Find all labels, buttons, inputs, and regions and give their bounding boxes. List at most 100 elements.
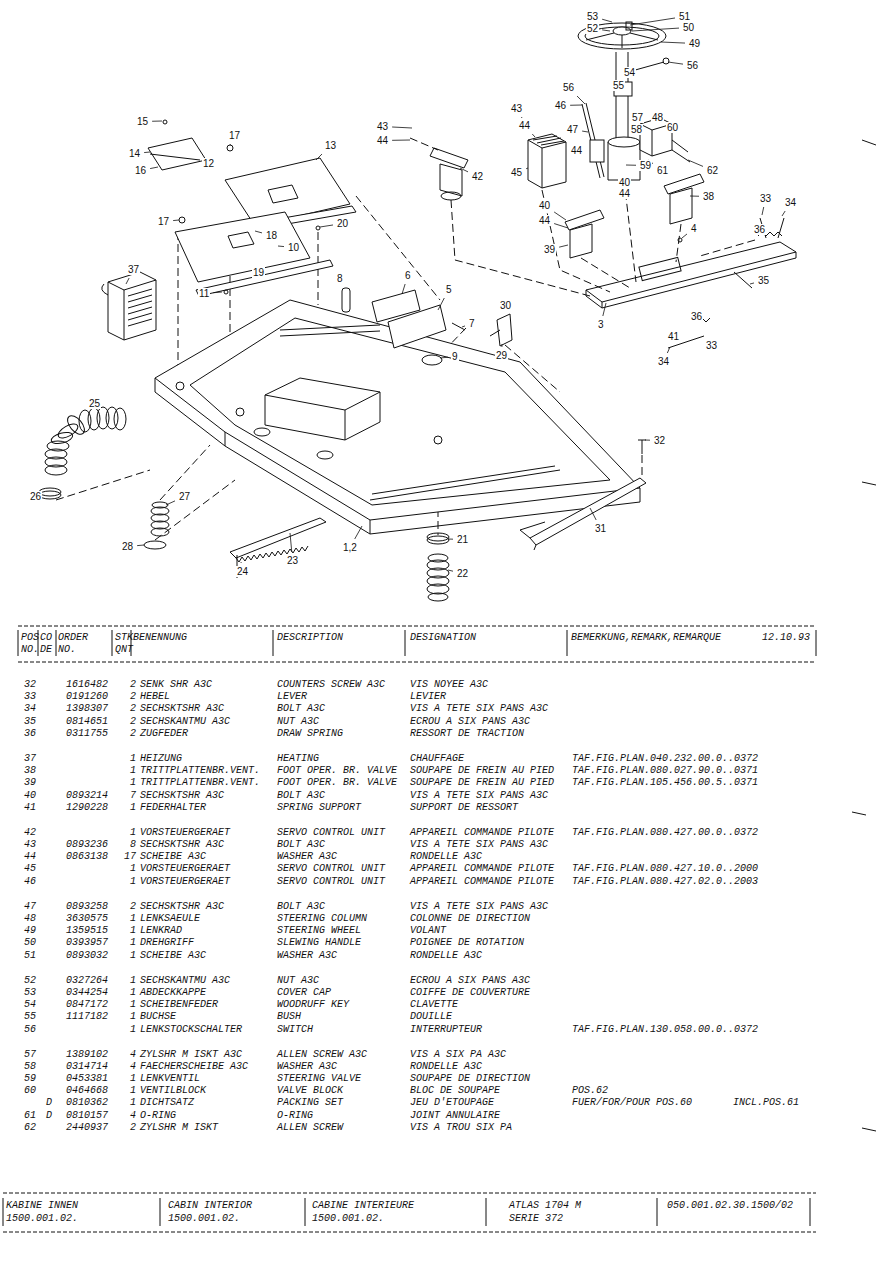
english-name: SERVO CONTROL UNIT (277, 863, 385, 874)
dashed-guides (56, 138, 755, 540)
german-name: VORSTEUERGERAET (140, 827, 230, 838)
quantity: 2 (116, 901, 136, 912)
order-number: 0893236 (66, 839, 108, 850)
callout-number: 31 (594, 523, 607, 534)
leader-line (668, 62, 683, 64)
callout-number: 35 (757, 275, 770, 286)
leader-line (355, 526, 362, 539)
quantity: 2 (116, 728, 136, 739)
table-header: NO. (21, 644, 39, 655)
german-name: SECHSKTSHR A3C (140, 839, 224, 850)
remark: TAF.FIG.PLAN.130.058.00.0..0372 (572, 1024, 758, 1035)
callout-number: 18 (265, 230, 278, 241)
leader-line (316, 154, 322, 160)
quantity: 2 (116, 716, 136, 727)
order-number: 0311755 (66, 728, 108, 739)
callout-number: 44 (570, 145, 583, 156)
leader-line (532, 134, 535, 137)
callout-number: 8 (336, 273, 344, 284)
english-name: BOLT A3C (277, 790, 325, 801)
english-name: SPRING SUPPORT (277, 802, 361, 813)
callout-number: 27 (178, 491, 191, 502)
french-name: SOUPAPE DE DIRECTION (410, 1073, 530, 1084)
leader-line (577, 96, 585, 104)
remark: TAF.FIG.PLAN.080.427.02.0..2003 (572, 876, 758, 887)
callout-number: 40 (618, 177, 631, 188)
quantity: 1 (116, 925, 136, 936)
quantity: 1 (116, 876, 136, 887)
french-name: ECROU A SIX PANS A3C (410, 975, 530, 986)
quantity: 1 (116, 802, 136, 813)
leader-line (626, 165, 636, 166)
quantity: 7 (116, 790, 136, 801)
english-name: FOOT OPER. BR. VALVE (277, 765, 397, 776)
order-number: 3630575 (66, 913, 108, 924)
order-number: 0344254 (66, 987, 108, 998)
english-name: COVER CAP (277, 987, 331, 998)
german-name: O-RING (140, 1110, 176, 1121)
english-name: WASHER A3C (277, 1061, 337, 1072)
position-number: 56 (24, 1024, 36, 1035)
french-name: ECROU A SIX PANS A3C (410, 716, 530, 727)
french-name: VOLANT (410, 925, 446, 936)
position-number: 33 (24, 691, 36, 702)
position-number: 44 (24, 851, 36, 862)
quantity: 1 (116, 950, 136, 961)
leader-line (440, 357, 448, 359)
quantity: 4 (116, 1110, 136, 1121)
callout-number: 15 (136, 116, 149, 127)
leader-line (501, 344, 502, 347)
callout-number: 43 (510, 103, 523, 114)
callout-number: 17 (228, 130, 241, 141)
callout-number: 58 (630, 124, 643, 135)
leader-line (438, 298, 444, 310)
callout-number: 23 (286, 555, 299, 566)
callout-number: 34 (657, 356, 670, 367)
table-header: ORDER (58, 632, 88, 643)
leader-line (241, 562, 242, 563)
quantity: 4 (116, 1049, 136, 1060)
callout-number: 41 (667, 331, 680, 342)
callout-number: 33 (705, 340, 718, 351)
french-name: SOUPAPE DE FREIN AU PIED (410, 777, 554, 788)
callout-number: 56 (562, 82, 575, 93)
footer-text: 1500.001.02. (168, 1213, 240, 1224)
callout-number: 3 (597, 319, 605, 330)
position-number: 53 (24, 987, 36, 998)
quantity: 1 (116, 999, 136, 1010)
leader-line (126, 278, 129, 284)
leader-line (602, 30, 610, 31)
callout-number: 56 (686, 60, 699, 71)
leader-line (230, 144, 231, 145)
order-number: 1359515 (66, 925, 108, 936)
footer-text: CABIN INTERIOR (168, 1200, 252, 1211)
german-name: VENTILBLOCK (140, 1085, 206, 1096)
french-name: SUPPORT DE RESSORT (410, 802, 518, 813)
german-name: ZUGFEDER (140, 728, 188, 739)
remark: TAF.FIG.PLAN.080.027.90.0..0371 (572, 765, 758, 776)
callout-number: 50 (682, 22, 695, 33)
callout-number: 28 (121, 541, 134, 552)
callout-number: 20 (336, 218, 349, 229)
callout-number: 26 (29, 491, 42, 502)
callout-number: 39 (543, 244, 556, 255)
english-name: SLEWING HANDLE (277, 937, 361, 948)
callout-number: 46 (554, 100, 567, 111)
french-name: DOUILLE (410, 1011, 452, 1022)
english-name: NUT A3C (277, 716, 319, 727)
order-number: 0893214 (66, 790, 108, 801)
position-number: 35 (24, 716, 36, 727)
french-name: JOINT ANNULAIRE (410, 1110, 500, 1121)
footer-text: ATLAS 1704 M (509, 1200, 581, 1211)
leader-line (526, 168, 528, 170)
position-number: 59 (24, 1073, 36, 1084)
quantity: 1 (116, 975, 136, 986)
quantity: 1 (116, 1011, 136, 1022)
leader-line (602, 19, 612, 22)
remark: TAF.FIG.PLAN.040.232.00.0..0372 (572, 753, 758, 764)
german-name: BUCHSE (140, 1011, 176, 1022)
french-name: RONDELLE A3C (410, 851, 482, 862)
position-number: 52 (24, 975, 36, 986)
leader-line (630, 18, 675, 25)
callout-number: 21 (456, 534, 469, 545)
